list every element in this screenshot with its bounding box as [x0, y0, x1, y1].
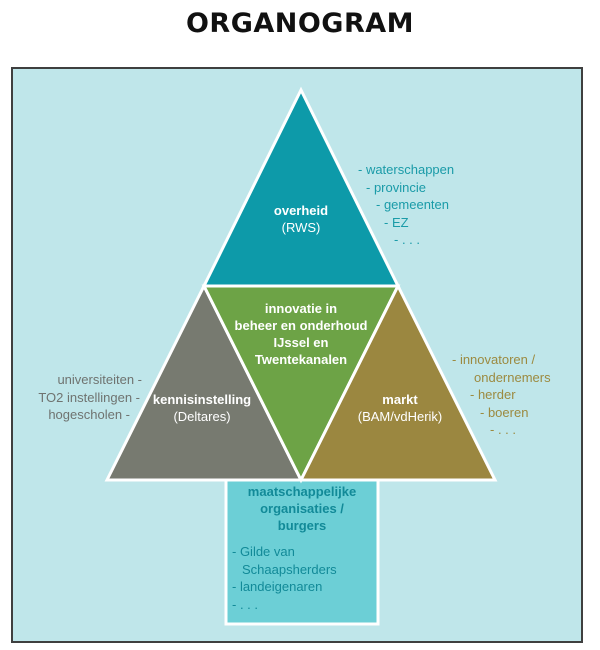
list-item: - boeren — [480, 404, 529, 420]
list-item: - provincie — [366, 179, 426, 195]
list-item: - . . . — [394, 232, 420, 247]
list-item: - landeigenaren — [232, 579, 323, 594]
list-item: - Gilde van — [232, 544, 295, 559]
list-item: - waterschappen — [358, 162, 455, 177]
list-item: hogescholen - — [48, 407, 130, 422]
society-box-title: maatschappelijke organisaties / burgers — [228, 483, 376, 534]
kennisinstelling-name: kennisinstelling — [152, 392, 252, 407]
overheid-name: overheid — [273, 203, 329, 218]
list-item: TO2 instellingen - — [38, 389, 140, 405]
markt-name: markt — [382, 392, 418, 407]
markt-triangle[interactable] — [298, 282, 498, 482]
list-item: - . . . — [490, 422, 516, 437]
center-line-2: beheer en onderhoud — [234, 318, 368, 333]
society-title-line-2: organisaties / — [260, 501, 344, 516]
list-item: ondernemers — [474, 369, 551, 385]
center-label: innovatie in beheer en onderhoud IJssel … — [221, 300, 381, 368]
society-members-list: - Gilde van Schaapsherders - landeigenar… — [232, 543, 337, 613]
markt-members-list: - innovatoren / ondernemers - herder - b… — [452, 351, 551, 439]
center-line-1: innovatie in — [264, 301, 338, 316]
kennisinstelling-members-list: universiteiten - TO2 instellingen - hoge… — [18, 371, 142, 424]
page-title: ORGANOGRAM — [185, 8, 415, 39]
list-item: - gemeenten — [376, 197, 449, 212]
overheid-label: overheid (RWS) — [231, 202, 371, 236]
center-line-4: Twentekanalen — [254, 352, 348, 367]
society-title-line-1: maatschappelijke — [247, 484, 357, 499]
kennisinstelling-sub: (Deltares) — [173, 409, 231, 424]
center-line-3: IJssel en — [273, 335, 329, 350]
overheid-sub: (RWS) — [281, 220, 321, 235]
list-item: - innovatoren / — [452, 352, 536, 367]
overheid-members-list: - waterschappen - provincie - gemeenten … — [358, 161, 454, 249]
list-item: - EZ — [384, 214, 409, 230]
list-item: - herder — [470, 387, 516, 402]
markt-sub: (BAM/vdHerik) — [357, 409, 443, 424]
markt-label: markt (BAM/vdHerik) — [328, 391, 472, 425]
list-item: - . . . — [232, 596, 258, 612]
list-item: universiteiten - — [57, 372, 142, 387]
list-item: Schaapsherders — [242, 561, 337, 577]
kennisinstelling-label: kennisinstelling (Deltares) — [132, 391, 272, 425]
society-title-line-3: burgers — [277, 518, 327, 533]
